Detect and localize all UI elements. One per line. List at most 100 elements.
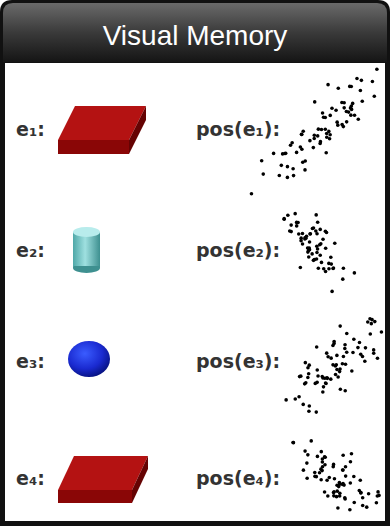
scatter-dot <box>343 496 347 500</box>
scatter-dot <box>284 398 288 402</box>
scatter-dot <box>301 232 305 236</box>
scatter-dot <box>324 381 328 385</box>
scatter-dot <box>314 410 318 414</box>
scatter-dot <box>341 277 345 281</box>
scatter-dot <box>336 123 340 127</box>
scatter-dot <box>333 477 337 481</box>
scatter-dot <box>309 232 313 236</box>
scatter-dot <box>323 490 327 494</box>
scatter-dot <box>318 471 322 475</box>
scatter-dot <box>363 359 367 363</box>
scatter-dot <box>352 475 356 479</box>
scatter-dot <box>361 355 365 359</box>
scatter-dot <box>344 363 348 367</box>
scatter-dot <box>286 213 290 217</box>
scatter-dot <box>349 481 353 485</box>
position-label: pos(e₁): <box>196 117 280 141</box>
scatter-dot <box>260 159 264 163</box>
scatter-dot <box>365 505 369 509</box>
scatter-dot <box>330 262 334 266</box>
scatter-dot <box>324 382 328 386</box>
scatter-dot <box>302 468 306 472</box>
scatter-dot <box>324 229 328 233</box>
scatter-dot <box>345 120 349 124</box>
scatter-dot <box>340 123 344 127</box>
scatter-dot <box>342 355 346 359</box>
entity-label: e₄: <box>16 466 45 490</box>
position-label: pos(e₄): <box>196 466 280 490</box>
scatter-dot <box>323 455 327 459</box>
scatter-dot <box>288 229 292 233</box>
scatter-dot <box>332 490 336 494</box>
scatter-dot <box>364 346 368 350</box>
scatter-dot <box>310 252 314 256</box>
scatter-dot <box>357 489 361 493</box>
scatter-dot <box>312 146 316 150</box>
scatter-dot <box>305 477 309 481</box>
scatter-dot <box>329 255 333 259</box>
scatter-dot <box>319 140 323 144</box>
scatter-dot <box>368 332 372 336</box>
scatter-dot <box>297 232 301 236</box>
scatter-dot <box>320 128 324 132</box>
scatter-dot <box>308 404 312 408</box>
scatter-dot <box>335 120 339 124</box>
scatter-dot <box>300 133 304 137</box>
scatter-dot <box>375 501 379 505</box>
scatter-dot <box>324 151 328 155</box>
scatter-dot <box>352 501 356 505</box>
scatter-dot <box>359 89 363 93</box>
scatter-dot <box>344 465 348 469</box>
scatter-dot <box>360 100 364 104</box>
cyan-cylinder <box>73 227 100 273</box>
scatter-dot <box>305 234 309 238</box>
scatter-dot <box>370 322 374 326</box>
scatter-dot <box>338 492 342 496</box>
scatter-dot <box>319 450 323 454</box>
scatter-dot <box>272 152 276 156</box>
scatter-dot <box>313 100 317 104</box>
scatter-dot <box>311 227 315 231</box>
scatter-dot <box>301 242 305 246</box>
scatter-dot <box>335 495 339 499</box>
scatter-dot <box>306 376 310 380</box>
scatter-dot <box>291 167 295 171</box>
scatter-dot <box>295 224 299 228</box>
scatter-dot <box>350 452 354 456</box>
scatter-dot <box>373 320 377 324</box>
scatter-dot <box>375 68 379 72</box>
scatter-dot <box>343 347 347 351</box>
scatter-dot <box>308 139 312 143</box>
scatter-dot <box>349 85 353 89</box>
scatter-dot <box>309 439 313 443</box>
scatter-dot <box>348 508 352 512</box>
scatter-dot <box>380 330 384 334</box>
scatter-dot <box>350 369 354 373</box>
scatter-dot <box>328 133 332 137</box>
scatter-dot <box>358 341 362 345</box>
scatter-dot <box>307 372 311 376</box>
scatter-dot <box>306 453 310 457</box>
scatter-dot <box>361 496 365 500</box>
scatter-dot <box>338 481 342 485</box>
scatter-dot <box>315 475 319 479</box>
scatter-dot <box>372 351 376 355</box>
scatter-dot <box>316 221 320 225</box>
position-label: pos(e₃): <box>196 349 280 373</box>
scatter-dot <box>338 324 342 328</box>
scatter-dot <box>371 80 375 84</box>
scatter-dot <box>313 382 317 386</box>
scatter-dot <box>307 255 311 259</box>
scatter-dot <box>341 482 345 486</box>
scatter-dot <box>377 494 381 498</box>
scatter-dot <box>325 351 329 355</box>
scatter-dot <box>351 351 355 355</box>
scatter-dot <box>303 382 307 386</box>
scatter-dot <box>330 106 334 110</box>
scatter-dot <box>336 86 340 90</box>
scatter-dot <box>321 390 325 394</box>
scatter-dot <box>299 239 303 243</box>
scatter-dot <box>322 267 326 271</box>
scatter-dot <box>308 240 312 244</box>
